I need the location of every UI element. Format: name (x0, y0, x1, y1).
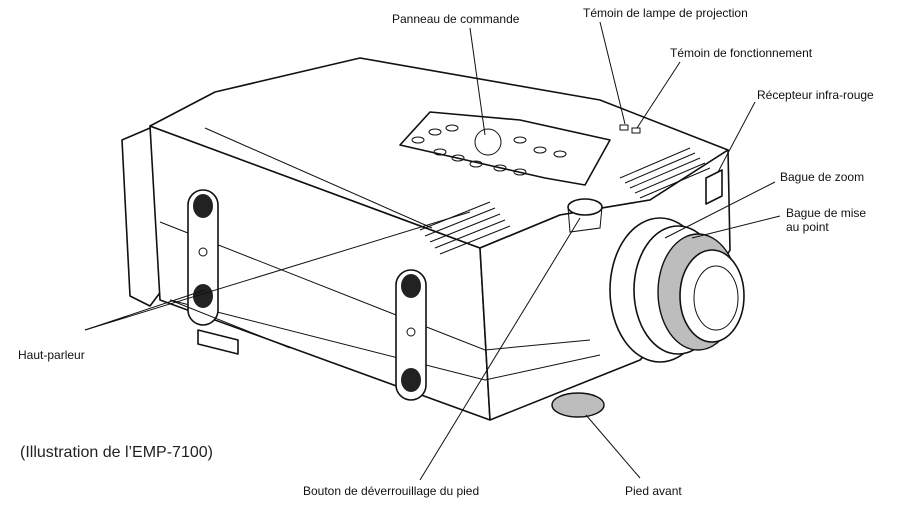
operation-indicator (631, 127, 641, 134)
callout-pied-avant (585, 414, 641, 479)
foot-release-button (567, 198, 603, 216)
callout-haut-parleur-2 (84, 289, 206, 331)
control-panel-shape (399, 111, 611, 186)
rear-foot (197, 329, 239, 355)
label-haut-parleur: Haut-parleur (18, 348, 85, 362)
side-handle-right (395, 269, 427, 401)
label-temoin-fonct: Témoin de fonctionnement (670, 46, 813, 60)
label-recepteur: Récepteur infra-rouge (757, 88, 874, 102)
callout-bouton (419, 217, 581, 481)
callout-temoin-lampe (599, 21, 626, 125)
callout-mise-au-point (691, 215, 781, 239)
callout-zoom (664, 181, 776, 239)
label-bague-mise-1: Bague de mise (786, 206, 867, 220)
top-vent (619, 147, 711, 199)
lens-assembly (609, 217, 745, 363)
body-bottom-band (169, 299, 601, 381)
callout-temoin-fonct (636, 61, 681, 129)
ir-receiver (705, 169, 723, 205)
side-vent (419, 201, 511, 255)
callout-recepteur (717, 101, 756, 173)
label-temoin-lampe: Témoin de lampe de projection (583, 6, 748, 20)
label-pied-avant: Pied avant (625, 484, 682, 498)
callout-haut-parleur-1 (84, 211, 471, 331)
callout-top-diag (204, 127, 433, 229)
figure-caption: (Illustration de l’EMP-7100) (20, 444, 213, 461)
label-bouton: Bouton de déverrouillage du pied (303, 484, 480, 498)
front-foot (551, 392, 605, 418)
speaker-slot (169, 299, 291, 349)
side-handle-left (187, 189, 219, 326)
label-panneau: Panneau de commande (392, 12, 520, 26)
body-split-line (159, 221, 591, 351)
label-bague-zoom: Bague de zoom (780, 170, 865, 184)
control-buttons (411, 124, 567, 176)
lamp-indicator (619, 124, 629, 131)
label-bague-mise-2: au point (786, 220, 829, 234)
callout-panneau (469, 27, 486, 136)
